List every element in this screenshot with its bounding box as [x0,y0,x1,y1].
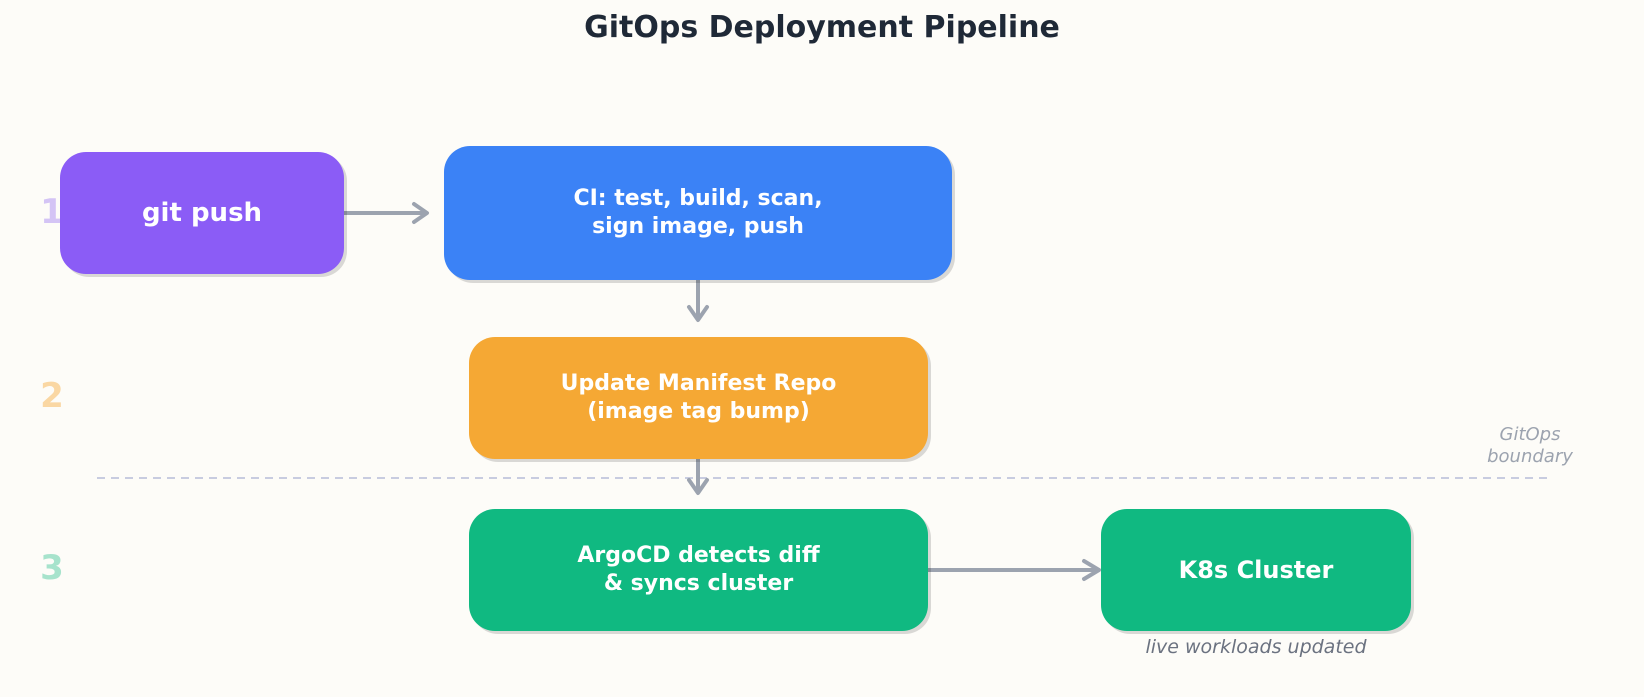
manifest-repo-node: Update Manifest Repo (image tag bump) [469,337,928,459]
arrow-manifest-to-argocd [687,457,709,495]
k8s-cluster-node: K8s Cluster [1101,509,1411,631]
arrow-push-to-ci [342,202,429,224]
git-push-node: git push [60,152,344,274]
diagram-title: GitOps Deployment Pipeline [584,10,1060,45]
argocd-node: ArgoCD detects diff & syncs cluster [469,509,928,631]
gitops-boundary-label: GitOps boundary [1487,424,1573,467]
k8s-caption: live workloads updated [1145,636,1367,658]
step-number-2: 2 [40,376,64,416]
arrow-ci-to-manifest [687,278,709,322]
ci-node: CI: test, build, scan, sign image, push [444,146,952,280]
arrow-argocd-to-k8s [926,559,1101,581]
step-number-1: 1 [40,192,64,232]
step-number-3: 3 [40,548,64,588]
